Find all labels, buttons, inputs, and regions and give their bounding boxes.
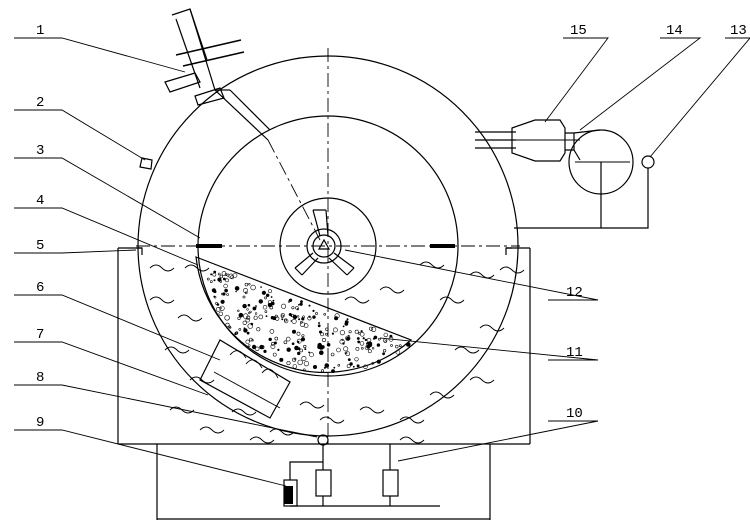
label-6: 6 — [36, 280, 44, 296]
label-12: 12 — [566, 285, 583, 301]
label-13: 13 — [730, 23, 747, 39]
label-10: 10 — [566, 406, 583, 422]
water-waves — [149, 261, 525, 444]
filter-plate — [199, 339, 291, 419]
side-nozzle — [139, 157, 153, 170]
label-9: 9 — [36, 415, 44, 431]
particles — [207, 270, 411, 373]
hub-vanes — [294, 209, 355, 276]
bottom-sensors — [283, 434, 440, 507]
granular-bed — [195, 256, 413, 373]
label-1: 1 — [36, 23, 44, 39]
feed-pipe — [164, 8, 321, 241]
label-3: 3 — [36, 143, 44, 159]
label-4: 4 — [36, 193, 44, 209]
label-14: 14 — [666, 23, 683, 39]
labels: 1 2 3 4 5 6 7 8 9 10 11 12 13 14 15 — [36, 23, 747, 431]
base-frame — [156, 444, 491, 520]
label-11: 11 — [566, 345, 583, 361]
label-2: 2 — [36, 95, 44, 111]
label-8: 8 — [36, 370, 44, 386]
label-5: 5 — [36, 238, 44, 254]
hub — [279, 197, 377, 295]
leader-lines — [14, 37, 750, 487]
label-15: 15 — [570, 23, 587, 39]
label-7: 7 — [36, 327, 44, 343]
blower-assembly — [475, 119, 655, 229]
